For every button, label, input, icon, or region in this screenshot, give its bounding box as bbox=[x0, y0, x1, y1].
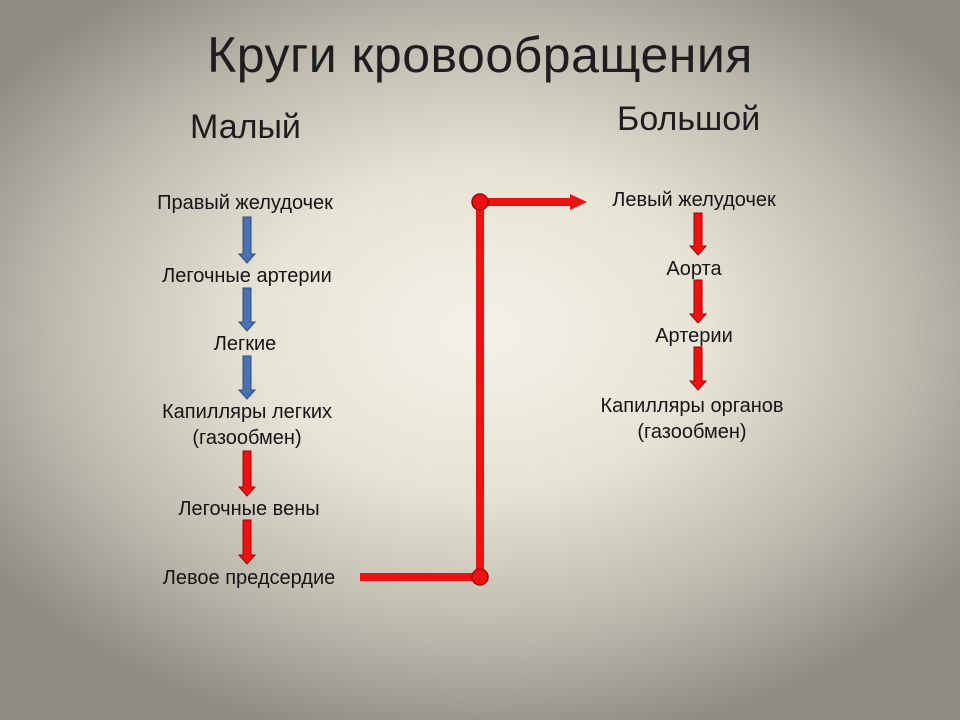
arrow-down-red-4 bbox=[688, 279, 708, 324]
step-organ-capillaries-line1: Капилляры органов bbox=[600, 395, 784, 417]
arrow-down-red-5 bbox=[688, 346, 708, 391]
step-left-ventricle: Левый желудочек bbox=[612, 189, 776, 211]
arrow-down-blue-2 bbox=[237, 287, 257, 332]
step-arteries: Артерии bbox=[655, 325, 733, 347]
connector-joint-bottom bbox=[471, 568, 489, 586]
arrow-down-red-3 bbox=[688, 212, 708, 256]
big-circle-heading: Большой bbox=[617, 100, 761, 138]
arrow-down-blue-3 bbox=[237, 355, 257, 400]
step-lung-capillaries-line2: (газообмен) bbox=[192, 427, 302, 449]
connector-line bbox=[360, 198, 572, 581]
step-lung-capillaries: Капилляры легких (газообмен) bbox=[162, 399, 332, 451]
step-pulmonary-veins: Легочные вены bbox=[178, 498, 320, 520]
connector-arrowhead bbox=[570, 194, 587, 210]
small-circle-heading: Малый bbox=[190, 108, 301, 146]
step-organ-capillaries: Капилляры органов (газообмен) bbox=[600, 393, 783, 445]
arrow-down-red-1 bbox=[237, 450, 257, 497]
arrow-down-red-2 bbox=[237, 519, 257, 565]
step-pulmonary-arteries: Легочные артерии bbox=[162, 265, 332, 287]
arrow-down-blue-1 bbox=[237, 216, 257, 264]
step-organ-capillaries-line2: (газообмен) bbox=[637, 421, 747, 443]
connector-joint-top bbox=[471, 193, 489, 211]
step-aorta: Аорта bbox=[666, 258, 722, 280]
step-lungs: Легкие bbox=[213, 333, 277, 355]
step-right-ventricle: Правый желудочек bbox=[157, 192, 333, 214]
slide-title: Круги кровообращения bbox=[207, 27, 753, 83]
step-left-atrium: Левое предсердие bbox=[162, 567, 336, 589]
step-lung-capillaries-line1: Капилляры легких bbox=[161, 401, 333, 423]
